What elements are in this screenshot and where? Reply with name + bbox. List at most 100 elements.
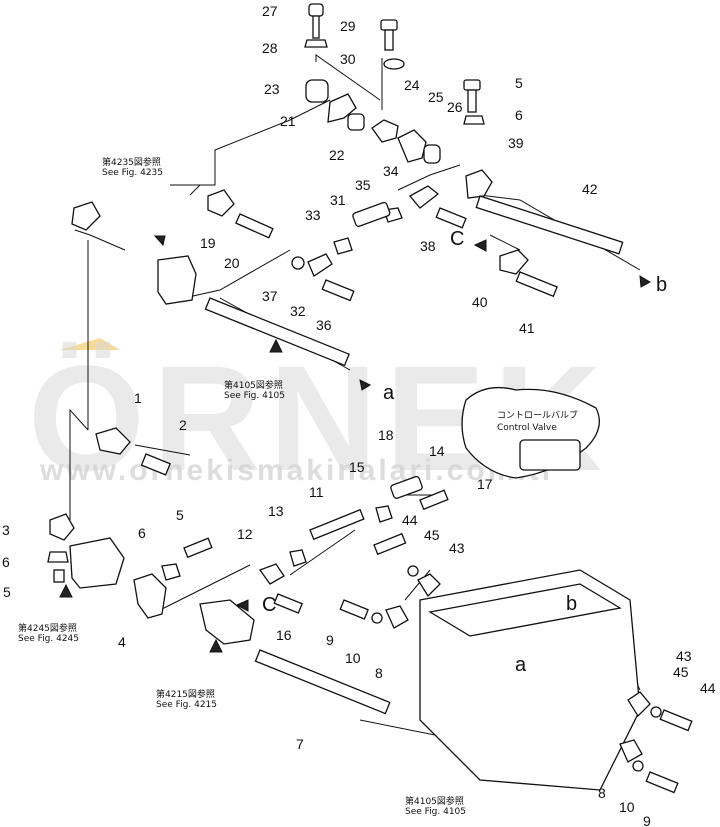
bolt-41	[515, 271, 558, 298]
part-number-label: 1	[134, 390, 142, 406]
bracket-4	[133, 573, 167, 619]
end-32	[307, 253, 333, 277]
collar-22	[347, 113, 365, 131]
rod-42	[475, 195, 624, 255]
bolt-27	[308, 3, 324, 17]
part-number-label: 13	[268, 503, 284, 519]
bolt-20	[235, 213, 274, 239]
fig-ref-en: See Fig. 4105	[224, 391, 285, 401]
leader-lines	[69, 54, 641, 761]
part-number-label: 11	[309, 484, 324, 500]
lever-25	[397, 129, 427, 163]
part-number-label: 9	[326, 632, 334, 648]
part-number-label: 34	[383, 163, 399, 179]
lever-21	[327, 93, 357, 123]
part-number-label: 5	[176, 507, 184, 523]
part-number-label: 15	[349, 459, 365, 475]
bracket-4245	[69, 537, 125, 589]
bracket-43	[417, 573, 441, 598]
bolt-44-right	[659, 709, 693, 732]
part-number-label: 27	[262, 3, 278, 19]
part-number-label: 43	[449, 540, 465, 556]
part-number-label: 8	[598, 785, 606, 801]
joint-1	[95, 427, 131, 455]
part-number-label: 35	[355, 177, 371, 193]
nut-6	[463, 115, 485, 125]
lower-frame	[254, 532, 693, 794]
part-number-label: 21	[280, 113, 296, 129]
control-valve-en: Control Valve	[497, 423, 557, 433]
rod-7	[254, 649, 391, 715]
part-number-label: 36	[316, 317, 332, 333]
nut-6-mid	[161, 563, 181, 581]
part-number-label: 45	[424, 527, 440, 543]
watermark-accent	[60, 338, 120, 350]
bolt-44	[373, 532, 407, 556]
washer-37	[291, 256, 305, 270]
part-number-label: 38	[420, 238, 436, 254]
bracket-43-right	[627, 691, 651, 718]
part-number-label: 16	[276, 627, 292, 643]
arrow-icon	[209, 638, 223, 653]
part-number-label: 6	[138, 525, 146, 541]
washer-10	[371, 612, 383, 624]
connection-letter: a	[383, 382, 395, 404]
joint-14	[390, 475, 423, 499]
arrow-icon	[269, 338, 283, 353]
fig-ref-en: See Fig. 4235	[102, 168, 163, 178]
arrow-icon	[473, 239, 487, 252]
fig-ref-jp: 第4215図参照	[156, 688, 215, 700]
bolt-9-right	[645, 771, 679, 794]
part-number-label: 40	[472, 294, 488, 310]
upper-linkage	[71, 3, 624, 367]
part-number-label: 6	[2, 554, 10, 570]
connection-letter: b	[566, 593, 577, 615]
part-number-label: 10	[619, 799, 635, 815]
part-number-label: 22	[329, 147, 345, 163]
part-number-label: 45	[673, 664, 689, 680]
part-number-label: 8	[375, 665, 383, 681]
connection-letter: b	[656, 274, 667, 296]
bracket-4215	[199, 599, 255, 645]
part-number-label: 33	[305, 207, 321, 223]
part-number-label: 5	[515, 75, 523, 91]
part-number-label: 44	[402, 512, 418, 528]
bolt-5	[463, 79, 481, 91]
end-12	[258, 563, 285, 585]
fig-ref-jp: 第4245図参照	[18, 622, 77, 634]
end-34	[408, 185, 440, 209]
part-number-label: 4	[118, 634, 126, 650]
nut-28	[304, 39, 328, 48]
part-number-label: 28	[262, 40, 278, 56]
part-number-label: 5	[3, 584, 11, 600]
part-number-label: 31	[330, 192, 346, 208]
part-number-label: 32	[290, 303, 306, 319]
control-valve: コントロールバルブ Control Valve	[461, 386, 600, 479]
sleeve-31	[352, 201, 391, 227]
part-number-label: 19	[200, 235, 216, 251]
control-valve-jp: コントロールバルブ	[497, 409, 578, 421]
washer-30	[383, 58, 405, 70]
bolt-2	[140, 453, 171, 476]
bolt-29	[380, 19, 398, 31]
bolt-5-left	[53, 569, 65, 583]
fig-ref-jp: 第4105図参照	[224, 379, 283, 391]
part-number-label: 7	[296, 736, 304, 752]
part-number-label: 3	[2, 522, 10, 538]
arrow-icon	[639, 275, 651, 288]
part-number-label: 39	[508, 135, 524, 151]
part-number-label: 14	[429, 443, 445, 459]
lever-19	[207, 189, 235, 217]
connection-letter: a	[515, 654, 527, 676]
rod-4105	[204, 297, 350, 367]
connection-letter: C	[262, 594, 276, 616]
part-number-label: 17	[477, 476, 493, 492]
bracket-4235-b	[157, 255, 197, 305]
connection-letter: C	[450, 228, 464, 250]
lever-3	[49, 513, 75, 541]
bracket-8-right	[619, 739, 643, 763]
part-number-label: 25	[428, 89, 444, 105]
part-number-label: 10	[345, 650, 361, 666]
